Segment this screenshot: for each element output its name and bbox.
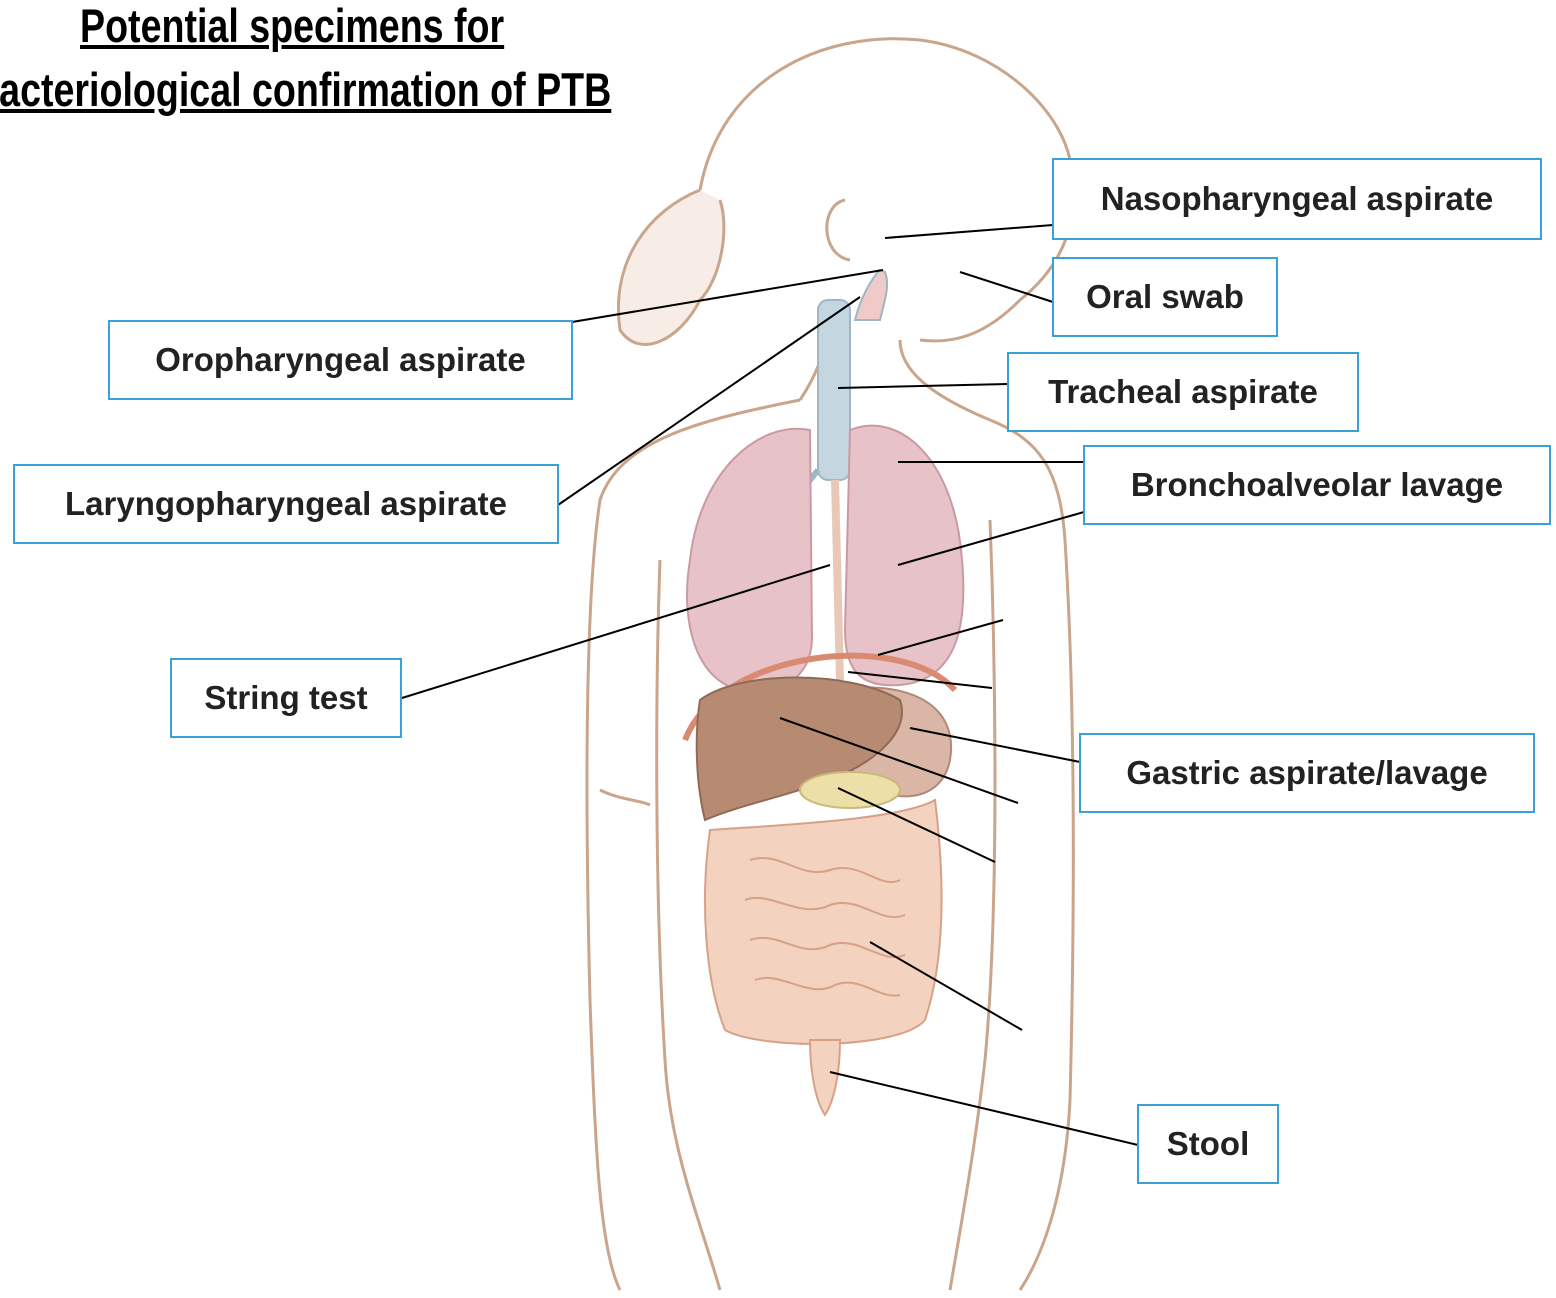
right-lung — [845, 426, 963, 686]
rectum — [810, 1040, 840, 1115]
leader-oral-swab — [960, 272, 1053, 302]
label-oral-swab: Oral swab — [1052, 257, 1278, 337]
right-shoulder-arm — [990, 420, 1073, 1290]
leader-stool — [830, 1072, 1138, 1145]
leader-tracheal — [838, 384, 1008, 388]
large-intestine — [705, 800, 942, 1044]
left-lung — [687, 429, 812, 691]
face-outline — [920, 160, 1073, 341]
label-bronchoalveolar-lavage: Bronchoalveolar lavage — [1083, 445, 1551, 525]
ear — [827, 200, 850, 260]
left-elbow-crease — [600, 790, 650, 805]
label-laryngopharyngeal-aspirate: Laryngopharyngeal aspirate — [13, 464, 559, 544]
trachea — [818, 300, 850, 480]
label-oropharyngeal-aspirate: Oropharyngeal aspirate — [108, 320, 573, 400]
pancreas — [800, 772, 900, 808]
esophagus — [835, 480, 840, 680]
pharynx — [855, 270, 887, 320]
label-string-test: String test — [170, 658, 402, 738]
label-tracheal-aspirate: Tracheal aspirate — [1007, 352, 1359, 432]
label-nasopharyngeal-aspirate: Nasopharyngeal aspirate — [1052, 158, 1542, 240]
leader-nasopharyngeal — [885, 225, 1053, 238]
intestines — [705, 800, 942, 1115]
title-line-1: Potential specimens for — [80, 0, 504, 53]
neck-right — [900, 340, 990, 420]
label-gastric-aspirate-lavage: Gastric aspirate/lavage — [1079, 733, 1535, 813]
ponytail — [618, 190, 723, 344]
title-line-2: Bacteriological confirmation of PTB — [0, 62, 611, 117]
hair-outline — [700, 39, 1070, 190]
label-stool: Stool — [1137, 1104, 1279, 1184]
